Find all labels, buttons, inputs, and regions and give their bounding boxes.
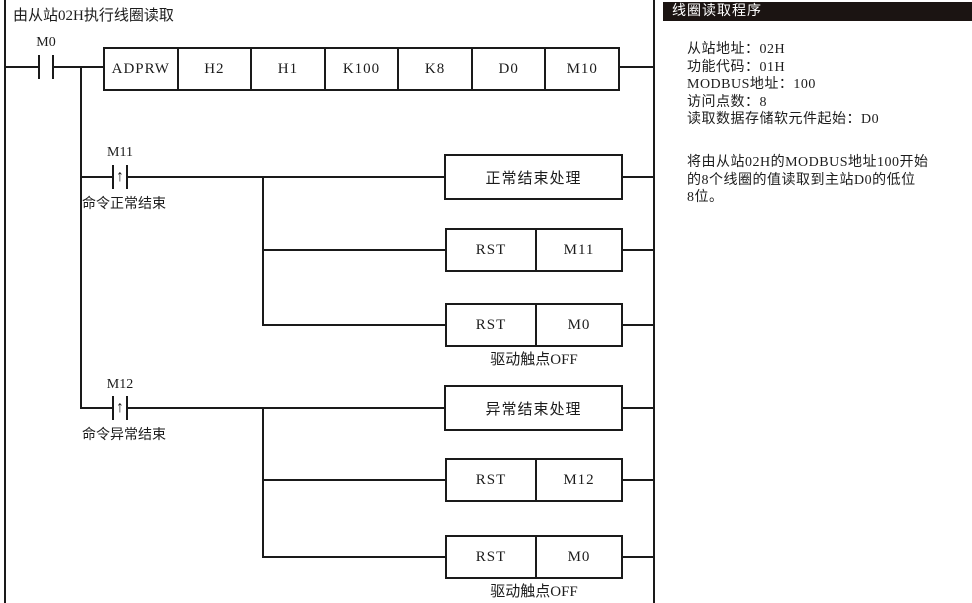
rising-edge-arrow-icon: ↑ [116, 399, 124, 416]
contact-m12-caption: 命令异常结束 [82, 428, 166, 443]
wire [623, 479, 653, 481]
rst-op-cell: RST [475, 316, 507, 333]
rst-block: RST M12 [445, 458, 623, 502]
instruction-cell: K100 [323, 49, 398, 89]
abnormal-end-call-block: 异常结束处理 [444, 385, 623, 431]
wire [128, 176, 444, 178]
wire [623, 324, 653, 326]
panel-info-line: 读取数据存储软元件起始：D0 [687, 112, 880, 127]
rst-block: RST M11 [445, 228, 623, 272]
instruction-cell: K8 [397, 49, 471, 89]
wire [264, 249, 445, 251]
rst-block: RST M0 [445, 535, 623, 579]
rising-edge-contact-symbol [126, 165, 128, 189]
left-power-rail [4, 0, 6, 603]
wire [623, 249, 653, 251]
panel-description-line: 的8个线圈的值读取到主站D0的低位 [687, 172, 916, 188]
rst-operand-cell: M11 [535, 230, 621, 270]
rising-edge-arrow-icon: ↑ [116, 168, 124, 185]
adprw-instruction-block: ADPRW H2 H1 K100 K8 D0 M10 [103, 47, 620, 91]
contact-m11-caption: 命令正常结束 [82, 197, 166, 212]
panel-description-line: 将由从站02H的MODBUS地址100开始 [687, 155, 929, 170]
rising-edge-contact-symbol [112, 165, 114, 189]
panel-description-line: 8位。 [687, 190, 724, 205]
branch-wire [262, 176, 264, 326]
rising-edge-contact-symbol [126, 396, 128, 420]
panel-info-line: 功能代码：01H [687, 59, 786, 75]
wire [54, 66, 103, 68]
rst-op-cell: RST [475, 471, 507, 488]
no-contact-symbol [52, 55, 54, 79]
wire [264, 324, 445, 326]
contact-m11-label: M11 [107, 145, 133, 160]
rst-block: RST M0 [445, 303, 623, 347]
drive-contact-off-caption: 驱动触点OFF [490, 584, 578, 600]
panel-info-line: 从站地址：02H [687, 42, 786, 57]
panel-info-line: 访问点数：8 [687, 94, 767, 110]
rst-operand-cell: M0 [535, 305, 621, 345]
panel-info: 从站地址：02H 功能代码：01H MODBUS地址：100 访问点数：8 读取… [687, 41, 879, 129]
contact-m0-label: M0 [36, 35, 56, 50]
wire [264, 556, 445, 558]
wire [82, 407, 112, 409]
wire [82, 176, 112, 178]
wire [620, 66, 653, 68]
wire [623, 176, 653, 178]
rung-comment: 由从站02H执行线圈读取 [13, 8, 174, 24]
instruction-cell: D0 [470, 49, 545, 89]
instruction-cell: H1 [250, 49, 324, 89]
no-contact-symbol [38, 55, 40, 79]
wire [128, 407, 444, 409]
instruction-cell: ADPRW [111, 60, 170, 77]
rst-op-cell: RST [475, 241, 507, 258]
wire [623, 556, 653, 558]
instruction-cell: H2 [176, 49, 251, 89]
rst-op-cell: RST [475, 548, 507, 565]
branch-wire [262, 407, 264, 558]
panel-description: 将由从站02H的MODBUS地址100开始 的8个线圈的值读取到主站D0的低位 … [687, 154, 929, 207]
rst-operand-cell: M0 [535, 537, 621, 577]
wire [623, 407, 653, 409]
drive-contact-off-caption: 驱动触点OFF [490, 352, 578, 368]
wire [6, 66, 38, 68]
contact-m12-label: M12 [106, 377, 134, 392]
wire [264, 479, 445, 481]
panel-title: 线圈读取程序 [663, 2, 972, 21]
rising-edge-contact-symbol [112, 396, 114, 420]
branch-wire [80, 66, 82, 409]
instruction-cell: M10 [544, 49, 618, 89]
normal-end-call-block: 正常结束处理 [444, 154, 623, 200]
panel-info-line: MODBUS地址：100 [687, 77, 816, 92]
rst-operand-cell: M12 [535, 460, 621, 500]
right-power-rail [653, 0, 655, 603]
